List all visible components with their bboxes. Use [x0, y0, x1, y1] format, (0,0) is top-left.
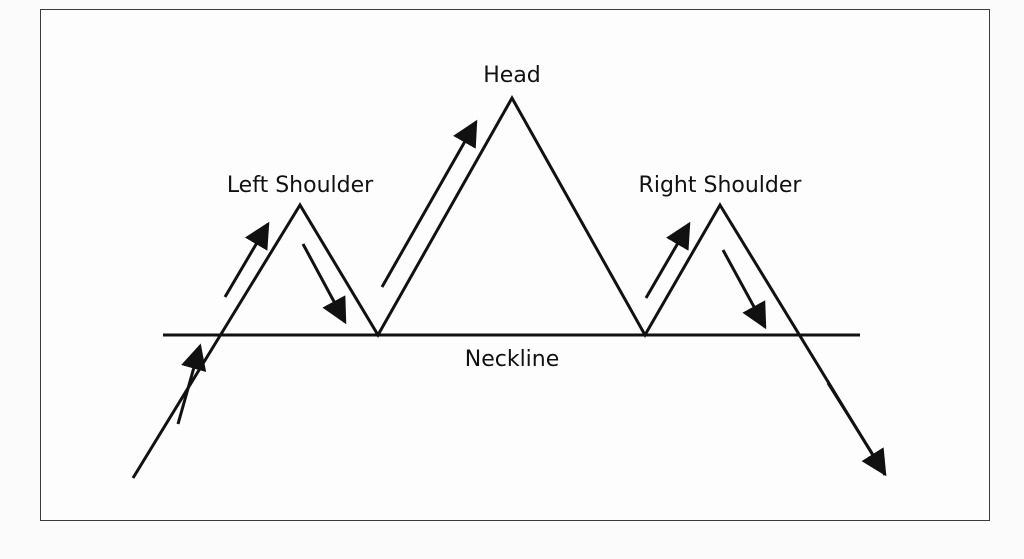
- neckline-label: Neckline: [465, 347, 560, 372]
- arrow-up-right-shoulder: [644, 221, 691, 299]
- arrow-up-1: [176, 343, 207, 425]
- price-path: [131, 94, 887, 479]
- arrow-up-left-shoulder: [223, 221, 270, 298]
- right-shoulder-label: Right Shoulder: [639, 173, 803, 198]
- diagram-frame: [40, 9, 990, 521]
- arrow-down-breakout: [826, 382, 887, 477]
- left-shoulder-label: Left Shoulder: [227, 173, 374, 198]
- head-label: Head: [483, 63, 541, 88]
- arrow-down-left-shoulder: [301, 243, 347, 325]
- arrow-up-head: [380, 119, 478, 288]
- arrow-down-right-shoulder: [721, 249, 767, 330]
